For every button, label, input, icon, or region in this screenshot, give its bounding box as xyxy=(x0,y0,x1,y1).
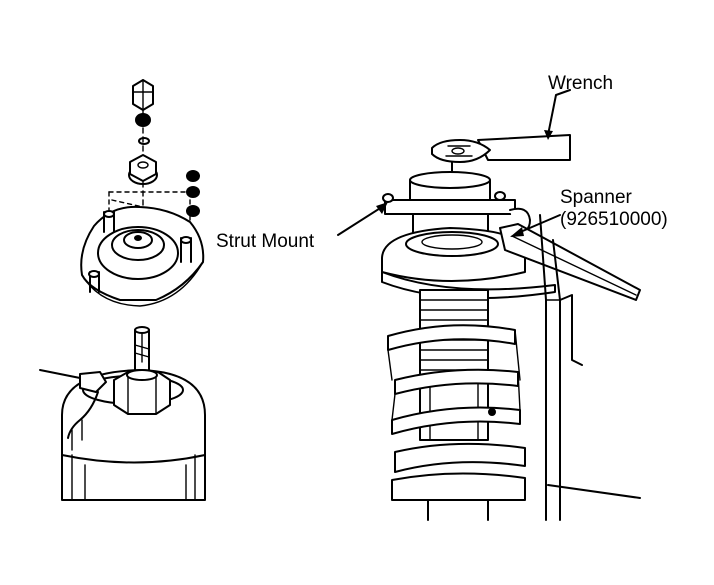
mount-plate xyxy=(80,205,205,307)
spanner-leader xyxy=(517,214,561,234)
leader-arrows xyxy=(337,89,571,237)
wrench-label: Wrench xyxy=(548,73,614,94)
holding-tool xyxy=(39,369,107,439)
assembled-strut xyxy=(381,134,641,521)
strut-vise xyxy=(539,214,641,521)
top-mount xyxy=(382,171,531,241)
flange-nut xyxy=(128,154,158,185)
piston-rod xyxy=(134,326,150,371)
spanner xyxy=(499,223,641,301)
coil-spring xyxy=(387,324,526,473)
spanner-part-number: (926510000) xyxy=(560,209,668,230)
strut-mount-label: Strut Mount xyxy=(216,231,315,252)
lower-tube xyxy=(391,408,526,521)
exploded-view xyxy=(39,79,206,501)
top-nut xyxy=(132,79,154,111)
wrench xyxy=(431,134,571,179)
spanner-label: Spanner xyxy=(560,187,632,208)
strut-mount-leader xyxy=(337,206,383,236)
wrench-leader xyxy=(547,89,571,136)
stud-washers xyxy=(186,170,200,217)
shock-absorber-body xyxy=(61,369,206,501)
ring xyxy=(138,137,150,145)
